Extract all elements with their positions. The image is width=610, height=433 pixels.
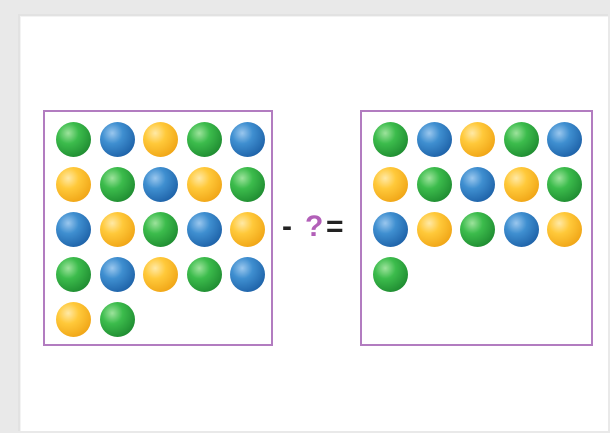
- yellow-ball: [373, 167, 408, 202]
- yellow-ball: [460, 122, 495, 157]
- green-ball: [56, 257, 91, 292]
- green-ball: [547, 167, 582, 202]
- blue-ball: [504, 212, 539, 247]
- yellow-ball: [230, 212, 265, 247]
- minuend-box: [43, 110, 273, 346]
- minus-sign: -: [282, 212, 292, 242]
- green-ball: [187, 257, 222, 292]
- yellow-ball: [547, 212, 582, 247]
- green-ball: [100, 302, 135, 337]
- blue-ball: [417, 122, 452, 157]
- green-ball: [143, 212, 178, 247]
- yellow-ball: [56, 302, 91, 337]
- blue-ball: [230, 257, 265, 292]
- problem-card: - ? =: [18, 14, 608, 431]
- green-ball: [100, 167, 135, 202]
- yellow-ball: [417, 212, 452, 247]
- blue-ball: [100, 257, 135, 292]
- yellow-ball: [187, 167, 222, 202]
- yellow-ball: [504, 167, 539, 202]
- green-ball: [460, 212, 495, 247]
- blue-ball: [460, 167, 495, 202]
- green-ball: [187, 122, 222, 157]
- unknown-question-mark: ?: [305, 212, 323, 242]
- green-ball: [504, 122, 539, 157]
- blue-ball: [143, 167, 178, 202]
- green-ball: [230, 167, 265, 202]
- yellow-ball: [143, 122, 178, 157]
- yellow-ball: [56, 167, 91, 202]
- green-ball: [373, 122, 408, 157]
- yellow-ball: [143, 257, 178, 292]
- green-ball: [417, 167, 452, 202]
- blue-ball: [230, 122, 265, 157]
- yellow-ball: [100, 212, 135, 247]
- blue-ball: [373, 212, 408, 247]
- equals-sign: =: [326, 212, 344, 242]
- blue-ball: [187, 212, 222, 247]
- result-box: [360, 110, 593, 346]
- green-ball: [56, 122, 91, 157]
- blue-ball: [56, 212, 91, 247]
- blue-ball: [547, 122, 582, 157]
- blue-ball: [100, 122, 135, 157]
- green-ball: [373, 257, 408, 292]
